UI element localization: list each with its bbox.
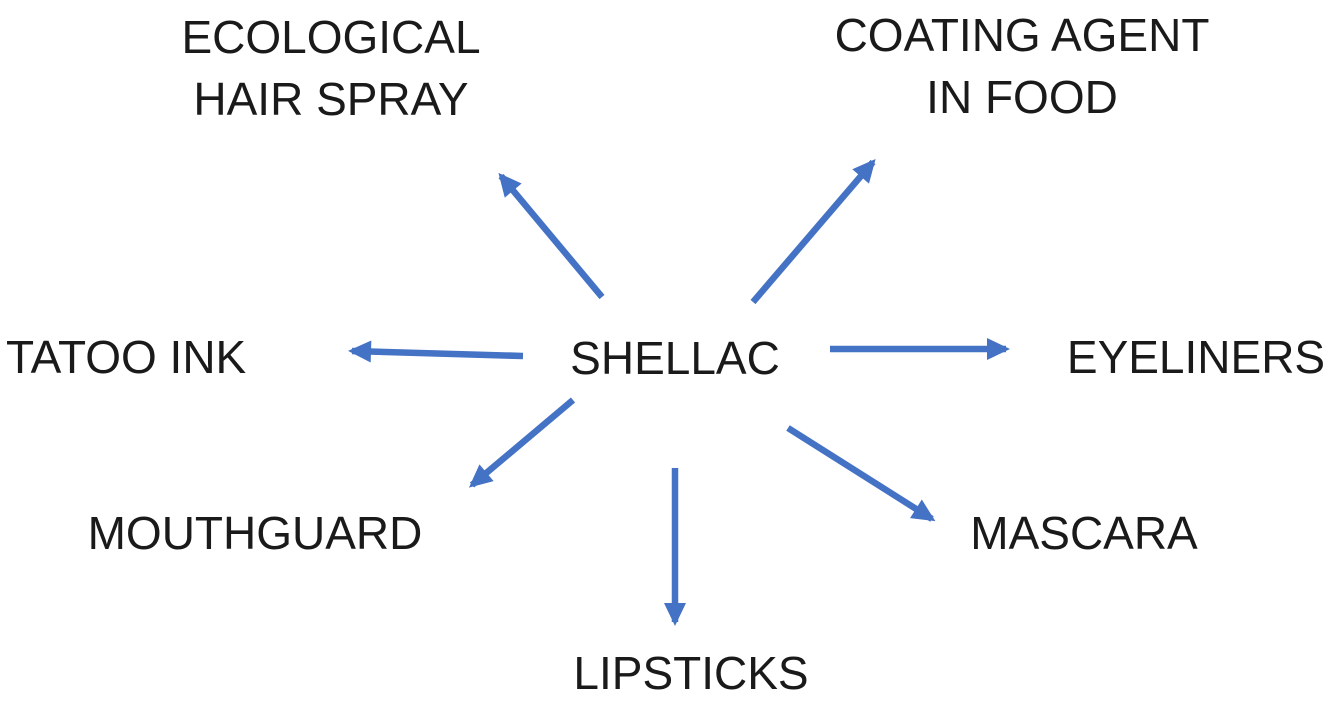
node-mouthguard-label: MOUTHGUARD (87, 507, 423, 559)
node-coating-agent-in-food-line2: IN FOOD (926, 71, 1118, 124)
node-mascara-label: MASCARA (970, 507, 1198, 559)
node-shellac-label: SHELLAC (570, 332, 780, 384)
node-mascara: MASCARA (970, 502, 1197, 564)
node-ecological-hair-spray-line2: HAIR SPRAY (193, 73, 469, 126)
node-lipsticks: LIPSTICKS (573, 642, 808, 701)
arrow-to-tatoo-ink (348, 340, 524, 363)
arrow-to-coating-agent-in-food (750, 158, 876, 305)
node-coating-agent-in-food-line1: COATING AGENT (834, 9, 1210, 61)
node-eyeliners-label: EYELINERS (1066, 331, 1326, 383)
node-ecological-hair-spray: ECOLOGICAL HAIR SPRAY (181, 6, 480, 130)
node-ecological-hair-spray-line1: ECOLOGICAL (181, 11, 481, 63)
arrow-to-ecological-hair-spray (498, 172, 605, 300)
node-tatoo-ink-label: TATOO INK (6, 331, 247, 383)
node-tatoo-ink: TATOO INK (6, 326, 246, 388)
node-eyeliners: EYELINERS (1067, 326, 1325, 388)
node-coating-agent-in-food: COATING AGENT IN FOOD (835, 4, 1210, 128)
node-mouthguard: MOUTHGUARD (88, 502, 423, 564)
node-lipsticks-label: LIPSTICKS (573, 647, 809, 699)
arrow-to-mascara (786, 425, 936, 522)
node-shellac-center: SHELLAC (570, 327, 780, 389)
arrow-to-mouthguard (468, 397, 576, 488)
